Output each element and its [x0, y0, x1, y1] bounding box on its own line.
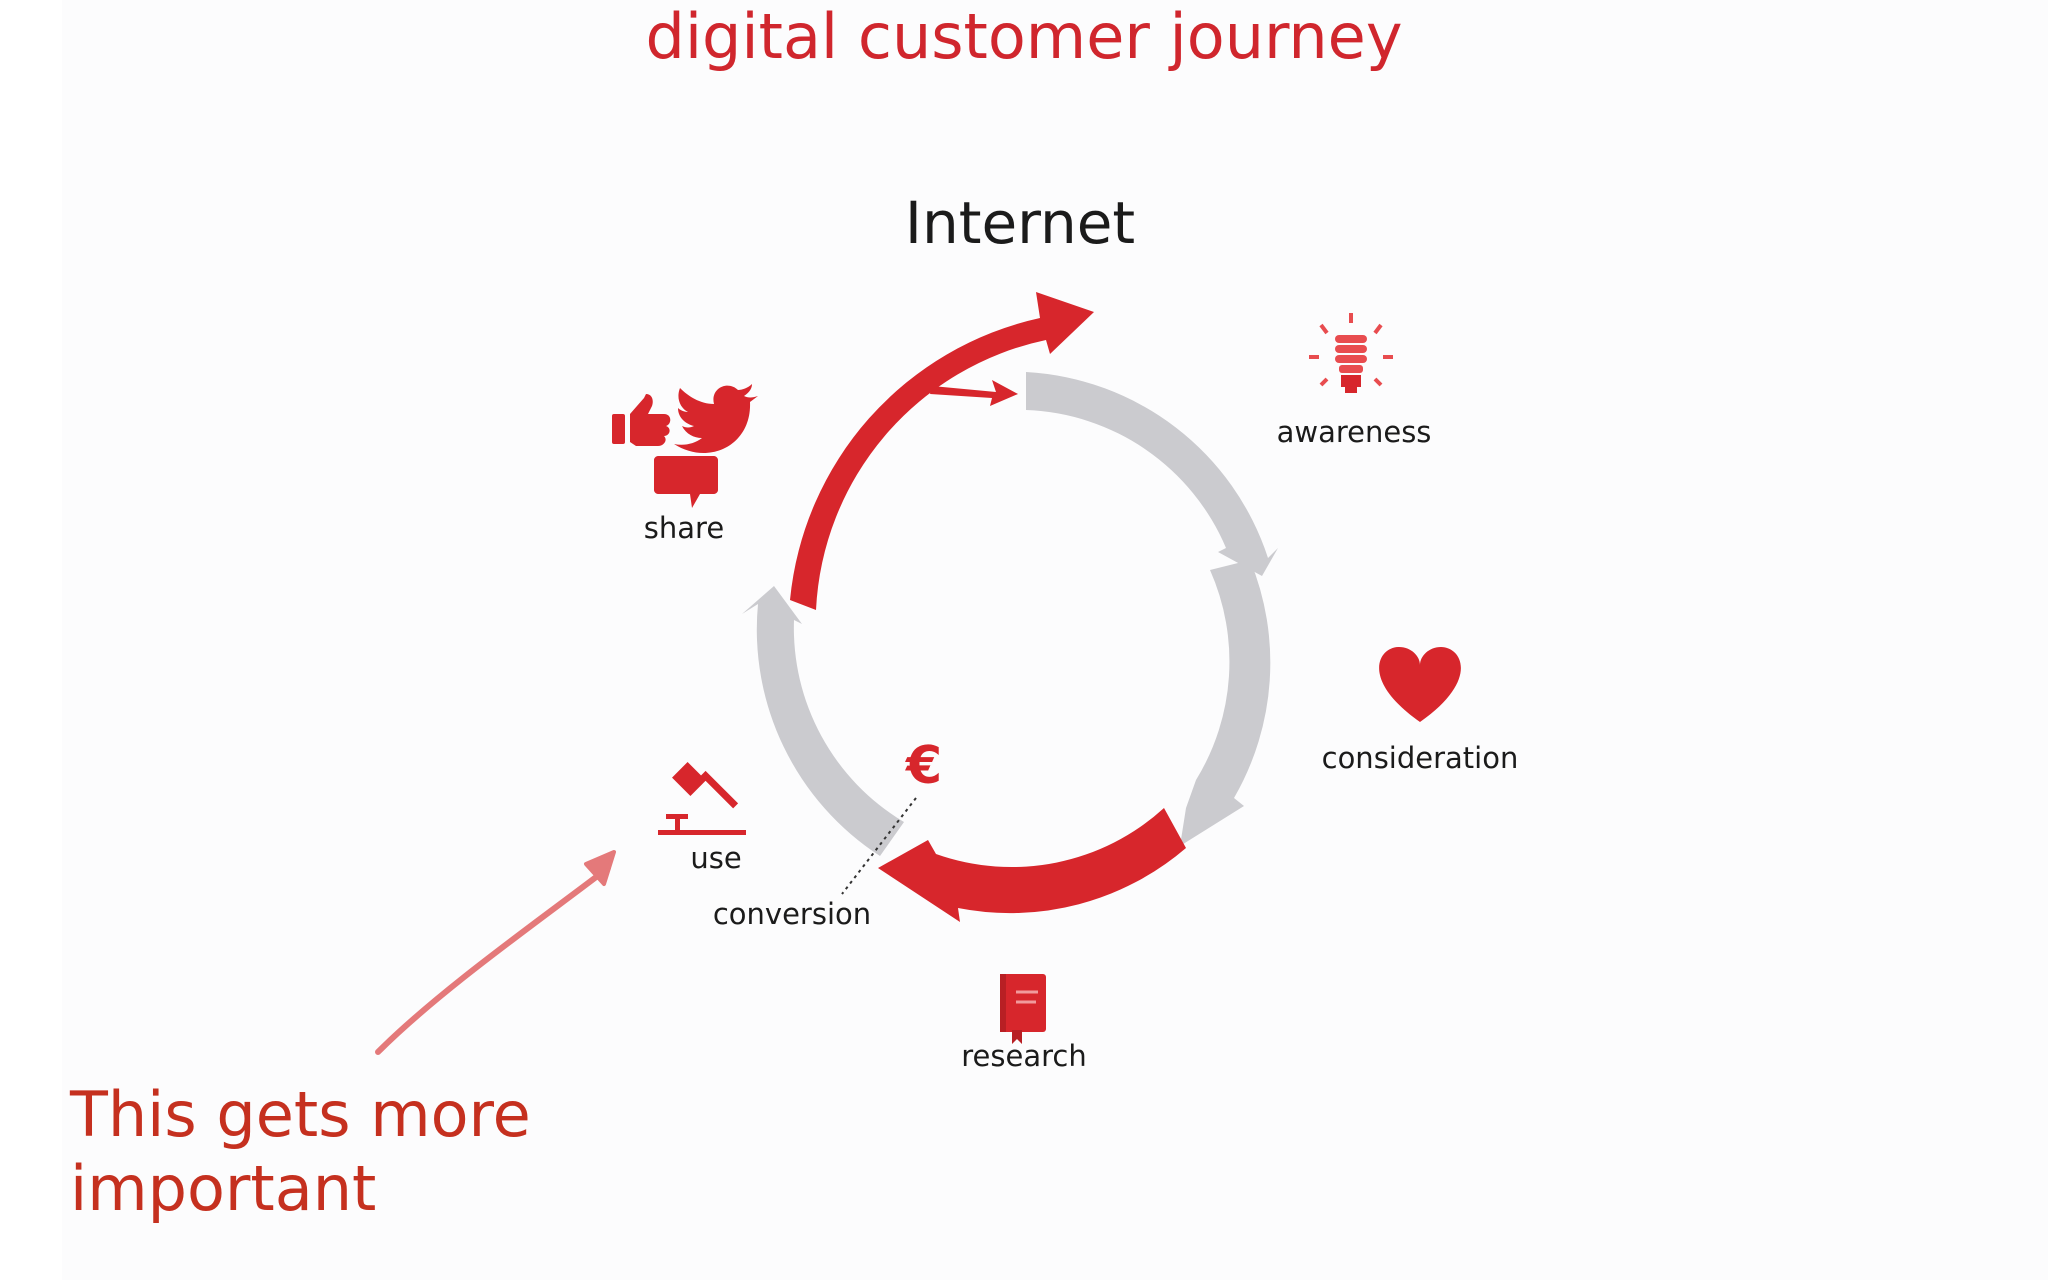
- book-icon: [1000, 974, 1046, 1044]
- segment-research-conversion: [878, 808, 1186, 922]
- awareness-label: awareness: [1276, 415, 1432, 449]
- research-label: research: [961, 1039, 1087, 1073]
- page-title: digital customer journey: [645, 0, 1403, 73]
- lightbulb-icon: [1309, 313, 1393, 393]
- annotation-text: This gets more important: [70, 1078, 531, 1225]
- slide-background: [62, 0, 2048, 1280]
- consideration-label: consideration: [1321, 741, 1519, 775]
- segment-awareness-consideration: [1026, 372, 1278, 576]
- twitter-bird-icon: [674, 384, 758, 453]
- hammer-icon: [658, 762, 746, 835]
- internet-label: Internet: [904, 189, 1136, 257]
- conversion-label: conversion: [712, 897, 872, 931]
- annotation-arrow-head: [584, 850, 616, 886]
- use-label: use: [690, 841, 742, 875]
- segment-share-internet: [790, 292, 1094, 610]
- thumbs-up-icon: [612, 394, 671, 446]
- segment-internet-awareness: [930, 380, 1018, 406]
- speech-bubble-icon: [654, 456, 718, 508]
- share-label: share: [643, 511, 725, 545]
- heart-icon: [1379, 647, 1461, 722]
- segment-consideration-research: [1180, 560, 1271, 846]
- euro-icon: €: [906, 736, 943, 796]
- annotation-arrow-line: [375, 865, 611, 1055]
- segment-conversion-use: [742, 586, 904, 856]
